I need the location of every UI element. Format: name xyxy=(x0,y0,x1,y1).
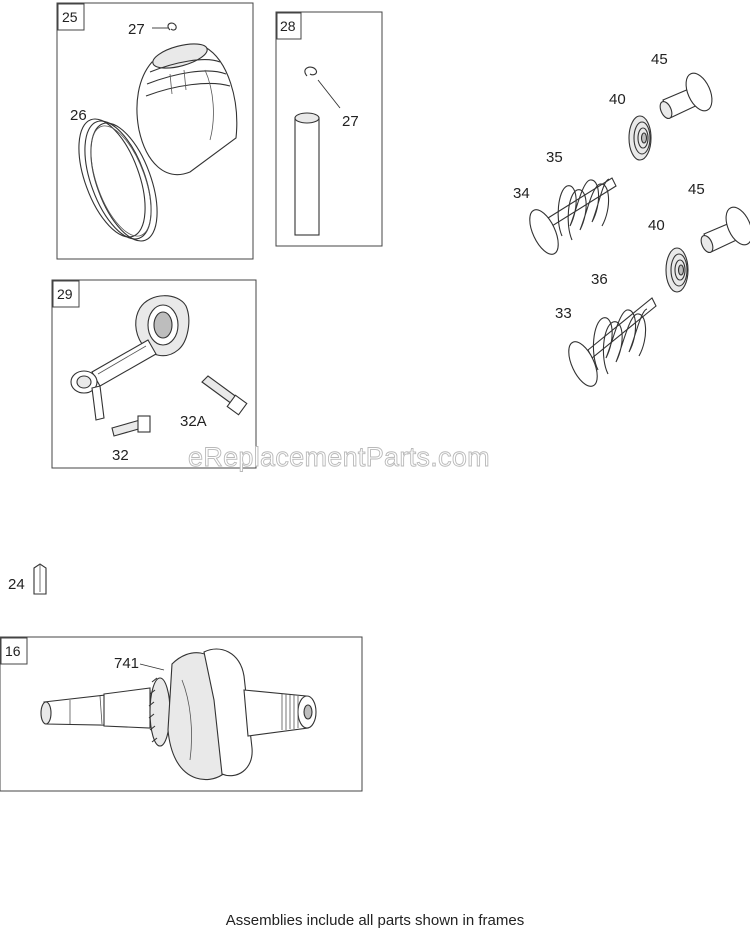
label-36-spring: 36 xyxy=(591,271,608,288)
footer-note: Assemblies include all parts shown in fr… xyxy=(225,912,525,929)
valve-spring-retainer-top-part[interactable] xyxy=(628,115,652,161)
frame-29-number: 29 xyxy=(57,286,73,302)
frame-16-number: 16 xyxy=(5,643,21,659)
label-32a-bolt: 32A xyxy=(180,413,207,430)
pin-clip-part[interactable] xyxy=(304,66,317,77)
label-45-tappet-bottom: 45 xyxy=(688,181,705,198)
rod-bolt-32a-part[interactable] xyxy=(201,375,248,416)
label-40-retainer-bottom: 40 xyxy=(648,217,665,234)
connecting-rod-part[interactable] xyxy=(70,295,190,421)
frame-28-number: 28 xyxy=(280,18,296,34)
valve-spring-retainer-bottom-part[interactable] xyxy=(665,247,689,293)
label-32-bolt: 32 xyxy=(112,447,129,464)
piston-pin-part[interactable] xyxy=(294,112,320,236)
label-45-tappet-top: 45 xyxy=(651,51,668,68)
valve-train-parts: 45 40 35 34 45 40 36 33 xyxy=(513,51,750,390)
frame-25-number: 25 xyxy=(62,9,78,25)
label-26-rings: 26 xyxy=(70,107,87,124)
piston-part[interactable] xyxy=(136,39,238,176)
label-34-valve: 34 xyxy=(513,185,530,202)
valve-tappet-bottom-part[interactable] xyxy=(699,203,750,254)
intake-valve-part[interactable] xyxy=(563,297,657,390)
label-27-clip: 27 xyxy=(128,21,145,38)
valve-spring-top-part[interactable] xyxy=(557,178,610,241)
label-35-spring: 35 xyxy=(546,149,563,166)
label-741-gear: 741 xyxy=(114,655,139,672)
valve-spring-bottom-part[interactable] xyxy=(592,308,648,375)
frame-16-crankshaft-assembly: 16 741 xyxy=(0,636,363,792)
label-24-key: 24 xyxy=(8,576,25,593)
exhaust-valve-part[interactable] xyxy=(524,177,617,258)
rod-bolt-32-part[interactable] xyxy=(111,415,151,437)
watermark-text: eReplacementParts.com xyxy=(188,442,490,472)
piston-pin-clip-part[interactable] xyxy=(167,22,177,31)
label-27-pin-clip: 27 xyxy=(342,113,359,130)
crankshaft-part[interactable] xyxy=(40,648,317,780)
crankshaft-timing-gear xyxy=(148,677,171,747)
label-33-valve: 33 xyxy=(555,305,572,322)
crankshaft-key-part[interactable] xyxy=(33,563,47,595)
frame-28-piston-pin: 28 27 xyxy=(275,11,383,247)
piston-rings-part[interactable] xyxy=(65,111,170,250)
valve-tappet-top-part[interactable] xyxy=(658,69,717,120)
label-40-retainer-top: 40 xyxy=(609,91,626,108)
frame-29-connecting-rod: 29 32A 32 xyxy=(51,279,257,469)
frame-25-piston-assembly: 25 27 26 xyxy=(56,2,254,260)
